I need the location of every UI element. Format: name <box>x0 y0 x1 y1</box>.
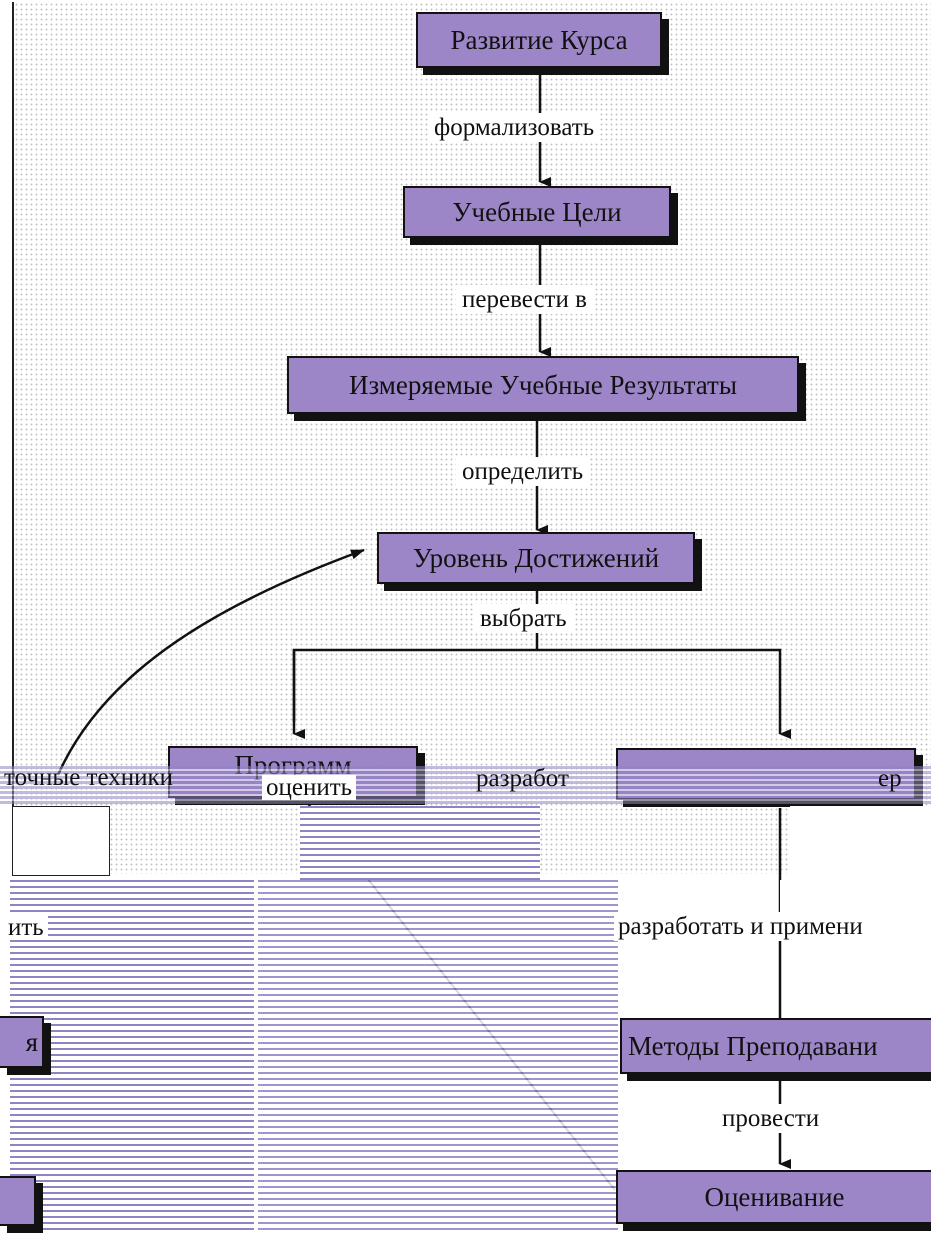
edge-label-formalize: формализовать <box>428 113 601 142</box>
diagram-background <box>12 2 931 874</box>
node-course-development: Развитие Курса <box>416 12 662 68</box>
edge-label-develop-apply: разработать и примени <box>614 912 863 941</box>
node-label: Учебные Цели <box>452 196 622 227</box>
node-learning-goals: Учебные Цели <box>403 186 671 238</box>
node-achievement-level: Уровень Достижений <box>377 532 695 584</box>
node-measurable-outcomes: Измеряемые Учебные Результаты <box>287 356 799 414</box>
render-artifact-band <box>0 766 931 804</box>
fragment-left-cut: ить <box>4 915 48 940</box>
render-artifact-block <box>12 806 110 876</box>
edge-level-branches <box>292 648 791 739</box>
node-left-cut: я <box>0 1016 44 1068</box>
node-label: я <box>25 1026 38 1057</box>
node-label: Измеряемые Учебные Результаты <box>349 369 737 400</box>
edge-label-translate: перевести в <box>456 285 593 314</box>
edge-techniques-to-level <box>56 548 365 776</box>
node-label: Оценивание <box>704 1181 845 1212</box>
render-artifact-block <box>790 806 931 880</box>
render-artifact-middle <box>258 880 618 1230</box>
edge-label-conduct: провести <box>716 1104 826 1133</box>
render-artifact-block <box>300 806 540 880</box>
fragment-techniques: точные техники <box>4 764 174 791</box>
render-artifact-left-column <box>10 880 254 1230</box>
edge-label-determine: определить <box>456 457 590 486</box>
node-label: Уровень Достижений <box>412 542 660 573</box>
node-label: Развитие Курса <box>450 24 628 55</box>
edge-label-evaluate: оценить <box>262 775 357 800</box>
fragment-develop-short: разработ <box>476 765 569 792</box>
edge-label-choose: выбрать <box>474 604 573 633</box>
node-left-cut-bottom <box>0 1176 36 1226</box>
fragment-right-cut: ер <box>878 765 902 792</box>
node-teaching-methods: Методы Преподавани <box>620 1018 931 1074</box>
node-label: Методы Преподавани <box>628 1030 878 1061</box>
node-assessment: Оценивание <box>616 1170 931 1224</box>
